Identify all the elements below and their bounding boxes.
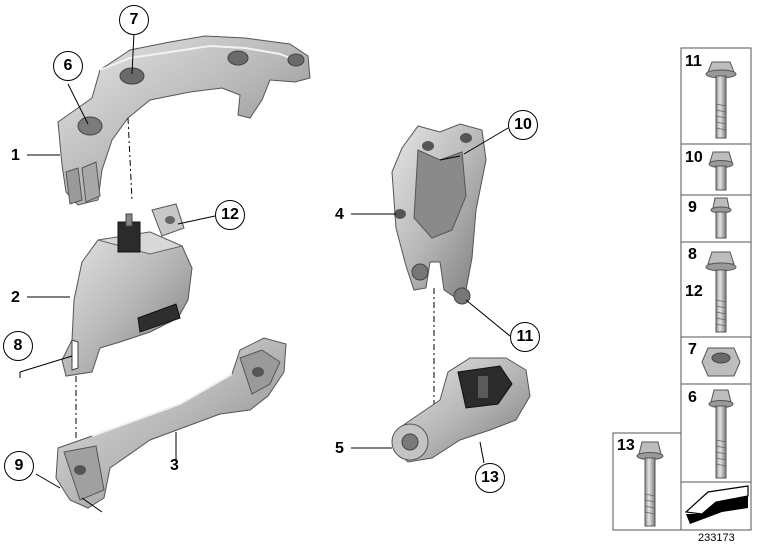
callout-part-11: 11 xyxy=(510,322,540,352)
part-2-engine-mount xyxy=(61,203,193,440)
callout-part-9: 9 xyxy=(4,451,34,481)
panel-label-9: 9 xyxy=(688,199,697,216)
callout-part-12: 12 xyxy=(215,200,245,230)
bolt-9-icon xyxy=(710,197,732,239)
part-1-upper-bracket xyxy=(57,35,311,206)
bolt-6-icon xyxy=(708,389,734,479)
bolt-13-icon xyxy=(636,441,664,527)
panel-label-7: 7 xyxy=(688,341,697,358)
bolt-8-12-icon xyxy=(705,251,737,333)
callout-part-7: 7 xyxy=(119,5,149,35)
leader-lines xyxy=(19,32,511,513)
callout-part-3: 3 xyxy=(170,457,179,474)
bolt-10-icon xyxy=(708,151,734,191)
parts-panel xyxy=(612,47,752,531)
callout-part-10: 10 xyxy=(508,110,538,140)
callout-part-8: 8 xyxy=(3,331,33,361)
symbol-arrow-icon xyxy=(684,485,749,524)
panel-label-8: 8 xyxy=(688,246,697,263)
callout-part-2: 2 xyxy=(11,289,20,306)
panel-label-11: 11 xyxy=(685,53,702,70)
nut-7-icon xyxy=(701,347,741,377)
bolt-11-icon xyxy=(705,61,737,139)
part-5-rear-mount xyxy=(391,357,531,463)
panel-label-12: 12 xyxy=(685,283,703,300)
callout-part-5: 5 xyxy=(335,440,344,457)
panel-label-6: 6 xyxy=(688,389,697,406)
callout-part-4: 4 xyxy=(335,206,344,223)
callout-part-6: 6 xyxy=(53,51,83,81)
callout-part-1: 1 xyxy=(11,147,20,164)
panel-label-10: 10 xyxy=(685,149,703,166)
callout-part-13: 13 xyxy=(475,463,505,493)
part-3-torque-arm xyxy=(55,337,287,509)
part-4-gearbox-bracket xyxy=(391,123,487,305)
panel-label-13: 13 xyxy=(617,437,635,454)
document-number: 233173 xyxy=(698,532,735,544)
